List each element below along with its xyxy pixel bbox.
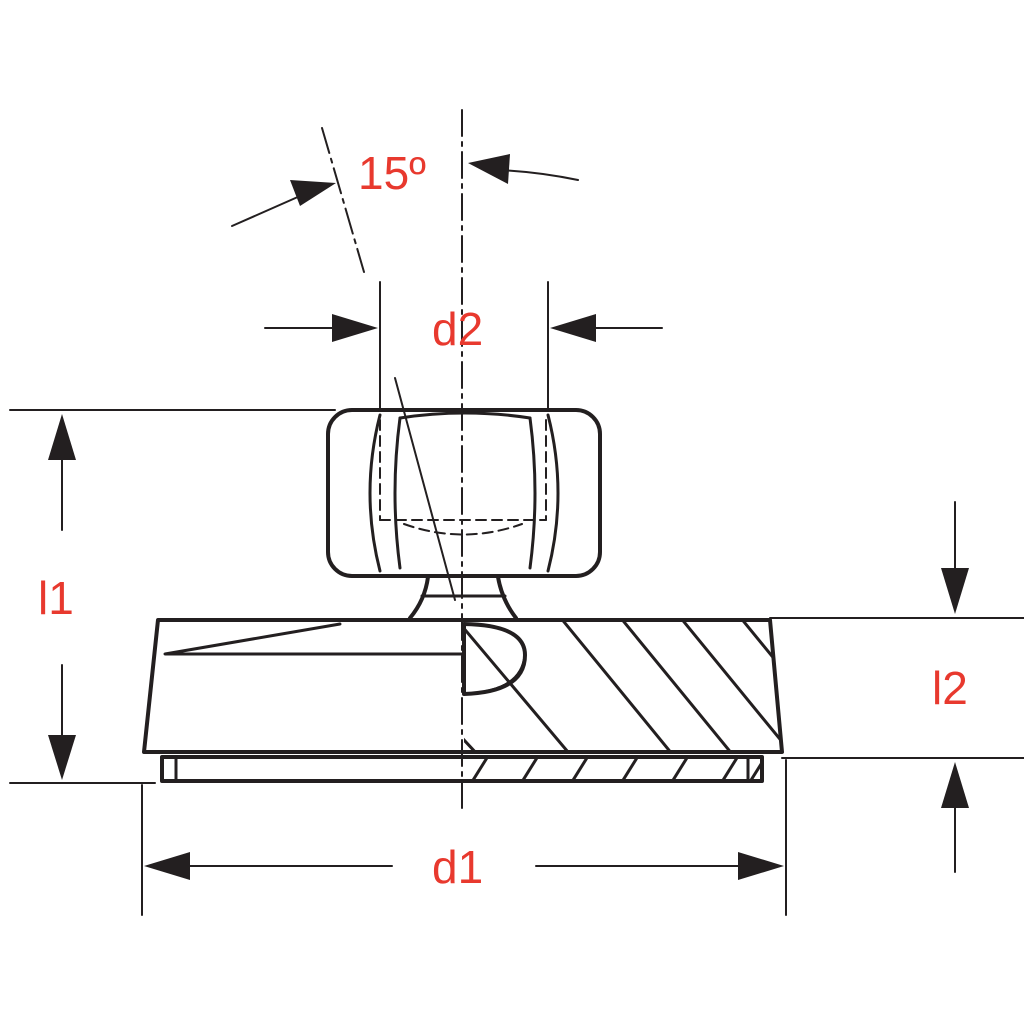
angle-label: 15º: [358, 147, 426, 199]
d1-label: d1: [432, 841, 483, 893]
d2-dimension: [264, 281, 663, 411]
base-pad: [160, 755, 764, 783]
center-lines: [321, 109, 463, 811]
l2-dimension: [769, 501, 1024, 873]
d1-dimension: [141, 759, 787, 916]
hex-nut: [326, 377, 602, 601]
angle-dimension: [231, 154, 579, 227]
base-body: [142, 618, 784, 754]
ball-neck: [408, 575, 518, 620]
d2-label: d2: [432, 303, 483, 355]
pad-hatching: [470, 757, 762, 781]
base-hatching: [464, 620, 782, 752]
l1-label: l1: [38, 572, 74, 624]
l1-dimension: [9, 409, 336, 784]
l2-label: l2: [932, 662, 968, 714]
